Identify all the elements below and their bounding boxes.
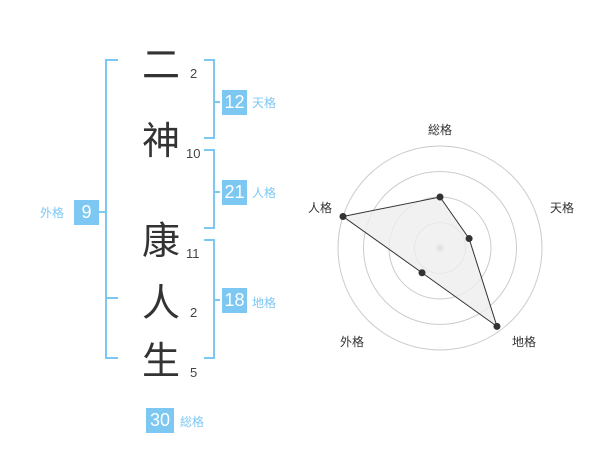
soukaku-value: 30 [146, 408, 174, 433]
radar-point-1 [436, 193, 444, 201]
radar-axis-label-gaikaku: 外格 [340, 335, 365, 349]
tenkaku-label: 天格 [252, 96, 277, 110]
radar-data-shape [341, 196, 498, 328]
radar-axis-label-chikaku: 地格 [512, 335, 537, 349]
tenkaku-value: 12 [222, 90, 247, 115]
name-char-1: 二 [141, 43, 180, 87]
stroke-count-5: 5 [190, 365, 198, 380]
chikaku-label: 地格 [252, 296, 277, 310]
radar-data-points [339, 193, 501, 330]
radar-point-3 [493, 322, 501, 330]
chikaku-value: 18 [222, 288, 247, 313]
name-char-2: 神 [141, 119, 180, 163]
radar-axis-label-soukaku: 総格 [428, 123, 453, 137]
gaikaku-value: 9 [74, 200, 99, 225]
stroke-count-4: 2 [190, 305, 198, 320]
name-char-4: 人 [141, 281, 180, 325]
radar-ring [337, 145, 543, 351]
name-char-5: 生 [141, 339, 180, 383]
radar-ring [363, 171, 517, 325]
radar-axis-label-jinkaku: 人格 [308, 201, 333, 215]
stroke-count-1: 2 [190, 66, 198, 81]
stroke-count-2: 10 [186, 146, 201, 161]
stroke-count-3: 11 [186, 246, 200, 261]
gaikaku-label: 外格 [40, 206, 65, 220]
radar-axis-label-tenkaku: 天格 [550, 201, 575, 215]
jinkaku-value: 21 [222, 180, 247, 205]
gaikaku-bracket [105, 59, 118, 359]
jinkaku-label: 人格 [252, 186, 277, 200]
radar-point-2 [465, 235, 473, 243]
radar-point-5 [339, 212, 347, 220]
radar-point-4 [418, 269, 426, 277]
tenkaku-bracket [204, 59, 215, 139]
jinkaku-bracket [204, 149, 215, 229]
soukaku-label: 総格 [180, 415, 205, 429]
name-char-3: 康 [141, 219, 180, 263]
